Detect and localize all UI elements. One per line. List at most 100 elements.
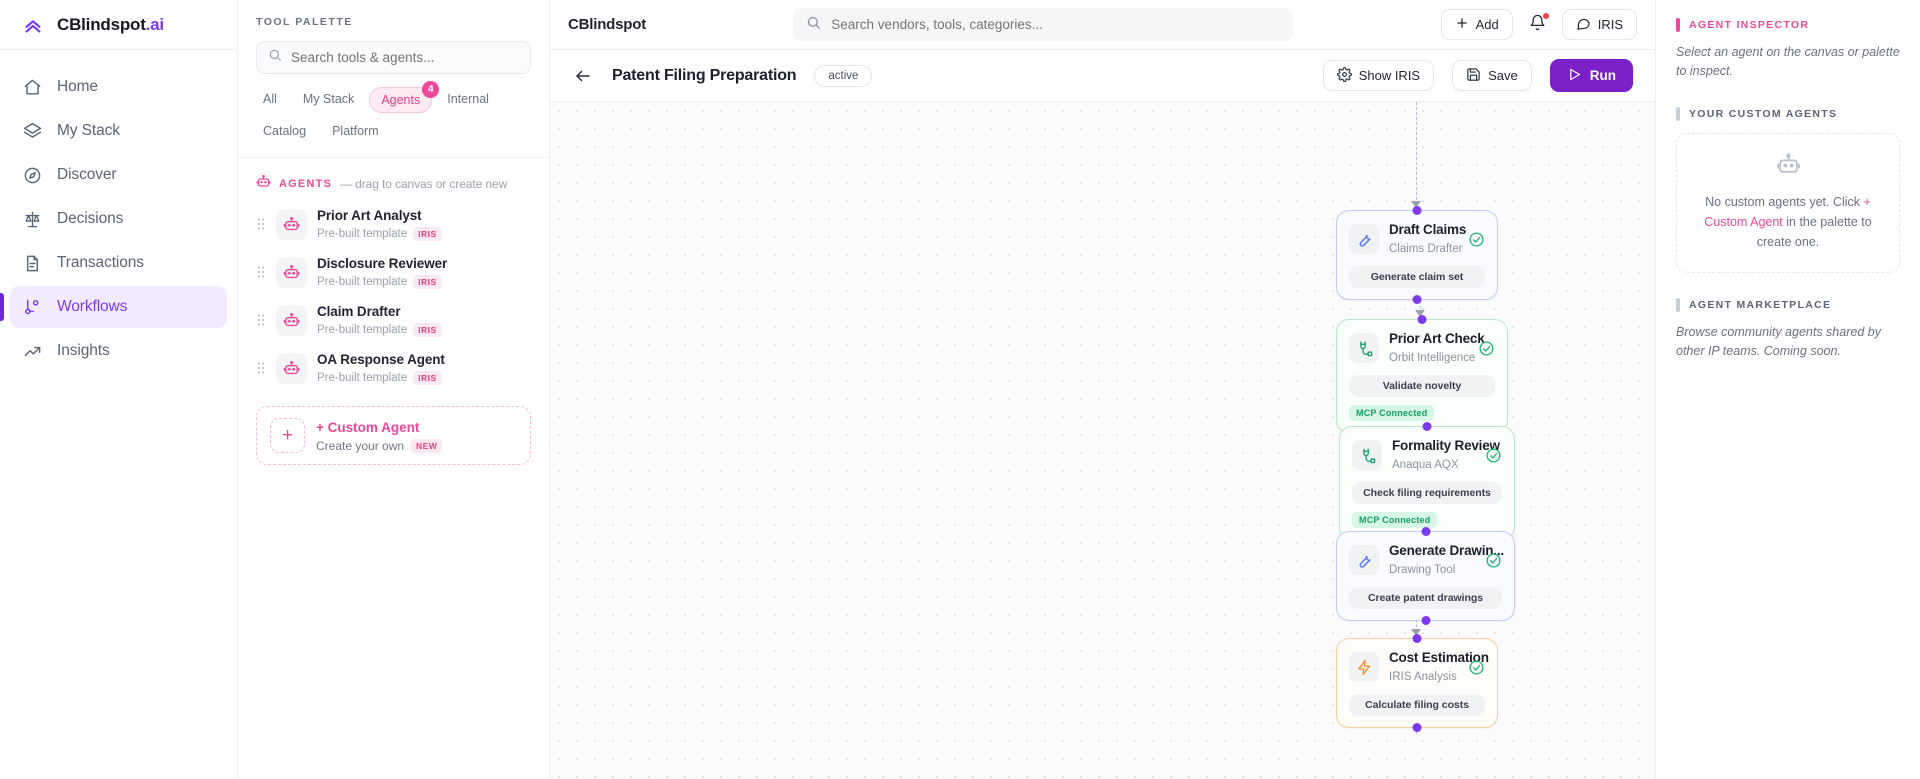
custom-agents-empty-state: No custom agents yet. Click + Custom Age… [1676,132,1900,273]
chip-catalog[interactable]: Catalog [263,124,307,138]
node-output-port[interactable] [1412,723,1422,732]
chip-all[interactable]: All [263,92,277,106]
node-output-port[interactable] [1412,295,1422,304]
iris-button[interactable]: IRIS [1561,9,1637,40]
wrench-icon [1349,545,1379,575]
palette-divider [238,157,549,158]
agent-meta: Pre-built template [317,276,408,288]
chip-agents-badge: 4 [422,81,440,98]
global-search[interactable] [793,8,1294,41]
sidebar-item-decisions[interactable]: Decisions [10,198,227,240]
drag-handle-icon[interactable] [256,217,266,231]
app-title: CBlindspot [568,16,646,33]
add-button[interactable]: Add [1440,9,1513,40]
drag-handle-icon[interactable] [256,265,266,279]
marketplace-header: AGENT MARKETPLACE [1676,297,1900,312]
node-action: Check filing requirements [1352,482,1502,504]
inspector-header: AGENT INSPECTOR [1676,18,1900,32]
robot-icon [276,256,307,288]
node-input-port[interactable] [1422,422,1432,431]
run-button-label: Run [1589,68,1616,83]
sidebar-item-transactions[interactable]: Transactions [10,242,227,284]
custom-agent-link[interactable]: + Custom Agent [1704,194,1871,229]
palette-search[interactable] [256,41,531,74]
run-button[interactable]: Run [1549,59,1633,92]
check-circle-icon [1478,340,1495,357]
list-item[interactable]: OA Response Agent Pre-built template IRIS [238,344,549,392]
workflow-node[interactable]: Generate Drawin... Drawing Tool Create p… [1336,527,1515,625]
custom-agents-header: YOUR CUSTOM AGENTS [1676,106,1900,121]
brand-header[interactable]: CBlindspot.ai [0,0,237,50]
search-icon [268,48,282,67]
search-input[interactable] [831,17,1281,32]
custom-agents-title: YOUR CUSTOM AGENTS [1689,107,1838,120]
check-circle-icon [1485,447,1502,464]
status-badge: IRIS [413,371,442,385]
workflow-node[interactable]: Prior Art Check Orbit Intelligence Valid… [1336,315,1508,437]
agent-name: OA Response Agent [317,352,445,367]
top-bar: CBlindspot Add IRIS [550,0,1655,50]
robot-icon [276,304,307,336]
status-badge: IRIS [413,227,442,241]
chip-internal[interactable]: Internal [447,92,489,106]
node-output-port[interactable] [1421,616,1430,625]
workflow-node[interactable]: Draft Claims Claims Drafter Generate cla… [1336,206,1498,304]
node-input-port[interactable] [1421,527,1430,536]
search-tools-input[interactable] [291,50,519,65]
edge-arrow-icon [1411,201,1421,208]
arrow-left-icon[interactable] [572,65,594,87]
marketplace-title: AGENT MARKETPLACE [1689,298,1832,311]
workflow-canvas[interactable]: Draft Claims Claims Drafter Generate cla… [550,102,1655,779]
main-area: CBlindspot Add IRIS [550,0,1655,779]
sidebar-item-label: My Stack [57,122,120,139]
sidebar-item-label: Transactions [57,254,144,271]
add-button-label: Add [1475,17,1499,32]
check-circle-icon [1485,552,1502,569]
workflow-node[interactable]: Cost Estimation IRIS Analysis Calculate … [1336,634,1498,732]
save-button-label: Save [1488,68,1518,83]
node-action: Create patent drawings [1349,587,1502,609]
notifications-button[interactable] [1524,11,1551,38]
node-input-port[interactable] [1412,634,1422,643]
sidebar-item-label: Insights [57,342,110,359]
workflow-node[interactable]: Formality Review Anaqua AQX Check filing… [1339,422,1515,544]
accent-bar [1676,297,1680,312]
robot-icon [276,208,307,240]
node-subtitle: Orbit Intelligence [1389,352,1476,364]
sidebar-item-my-stack[interactable]: My Stack [10,110,227,152]
chevrons-up-icon [20,12,46,38]
custom-agent-title: + Custom Agent [316,419,420,435]
drag-handle-icon[interactable] [256,361,266,375]
show-iris-button[interactable]: Show IRIS [1322,60,1435,91]
plus-icon: + [270,418,305,453]
save-button[interactable]: Save [1452,60,1532,91]
marketplace-description: Browse community agents shared by other … [1676,324,1881,359]
chip-my-stack[interactable]: My Stack [302,92,355,106]
agent-meta: Pre-built template [317,372,408,384]
workflow-toolbar: Patent Filing Preparation active Show IR… [550,50,1655,102]
node-input-port[interactable] [1412,206,1422,215]
edge-arrow-icon [1411,629,1421,636]
inspector-description: Select an agent on the canvas or palette… [1676,45,1900,79]
node-input-port[interactable] [1417,315,1427,324]
show-iris-label: Show IRIS [1358,68,1421,83]
sidebar-item-home[interactable]: Home [10,66,227,108]
sidebar-item-discover[interactable]: Discover [10,154,227,196]
chip-platform[interactable]: Platform [332,124,379,138]
robot-icon [256,174,271,194]
robot-icon [276,352,307,384]
sidebar-item-workflows[interactable]: Workflows [0,286,227,328]
top-actions: Add IRIS [1440,9,1637,40]
sidebar-item-label: Home [57,78,98,95]
agents-section-hint: — drag to canvas or create new [340,177,508,191]
mcp-plug-icon [1352,440,1382,470]
drag-handle-icon[interactable] [256,313,266,327]
lightning-icon [1349,652,1379,682]
page-title: Patent Filing Preparation [612,66,797,84]
sidebar-item-insights[interactable]: Insights [10,330,227,372]
